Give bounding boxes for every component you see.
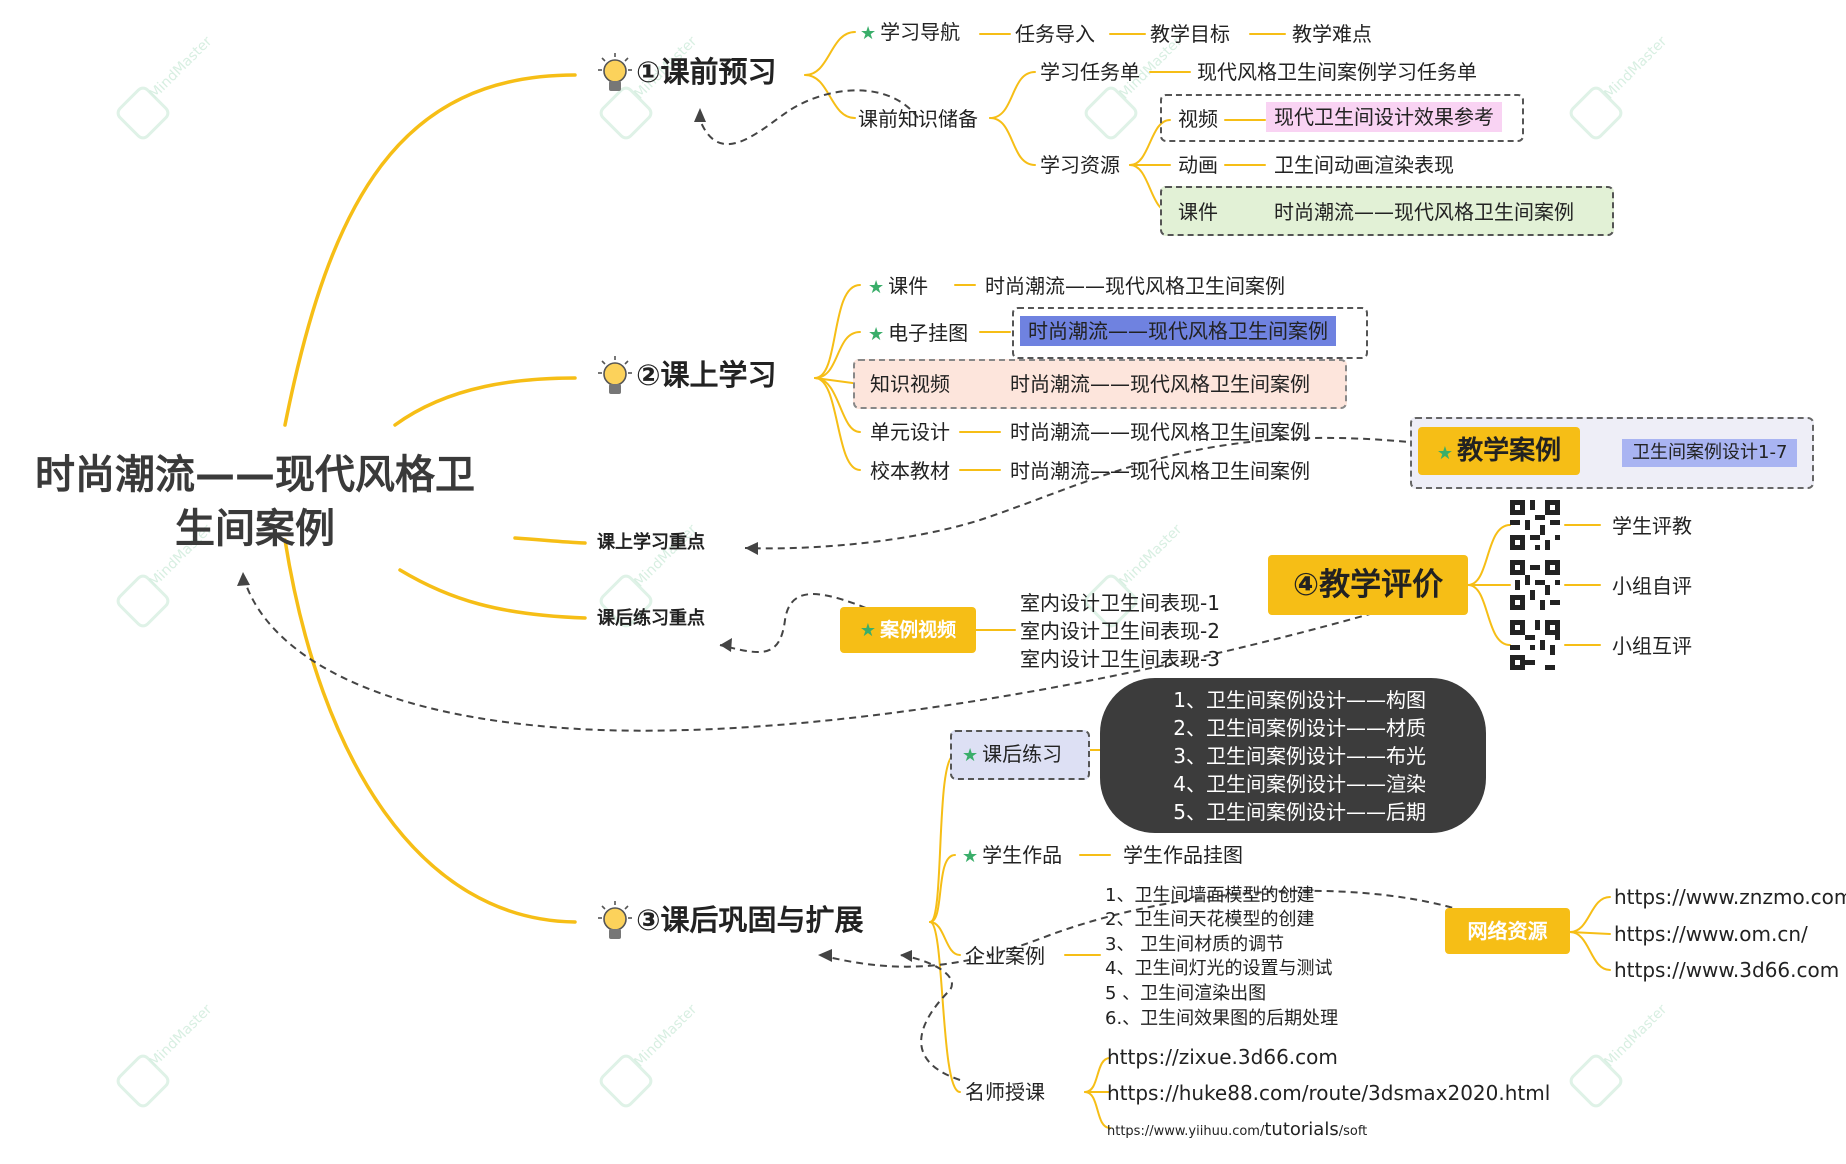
network-link-2[interactable]: https://www.om.cn/ [1614,922,1808,946]
case-video-item-2[interactable]: 室内设计卫生间表现-2 [1020,619,1220,643]
practice-item-2[interactable]: 2、卫生间案例设计——材质 [1173,716,1426,740]
teacher-link-2[interactable]: https://huke88.com/route/3dsmax2020.html [1107,1081,1551,1105]
node-task-sheet-value[interactable]: 现代风格卫生间案例学习任务单 [1197,60,1477,84]
node-class-courseware-value[interactable]: 时尚潮流——现代风格卫生间案例 [985,274,1285,298]
node-e-chart-value[interactable]: 时尚潮流——现代风格卫生间案例 [1020,316,1336,346]
branch-evaluation[interactable]: ④教学评价 [1268,555,1468,615]
star-icon: ★ [962,745,979,766]
node-learning-nav[interactable]: ★学习导航 [860,20,961,44]
star-icon: ★ [868,277,885,298]
star-icon: ★ [962,846,979,867]
node-class-key-points[interactable]: 课上学习重点 [597,532,705,553]
node-class-courseware[interactable]: ★课件 [868,274,929,298]
node-knowledge-reserve[interactable]: 课前知识储备 [858,107,978,131]
node-teaching-difficulty[interactable]: 教学难点 [1292,22,1372,46]
node-after-practice[interactable]: ★课后练习 [962,742,1063,766]
teaching-case-tag[interactable]: ★教学案例 [1418,427,1580,475]
enterprise-item-5[interactable]: 5 、卫生间渲染出图 [1105,983,1267,1004]
teacher-link-3[interactable]: https://www.yiihuu.com/tutorials/soft [1107,1119,1368,1140]
node-enterprise-case[interactable]: 企业案例 [965,944,1045,968]
enterprise-item-4[interactable]: 4、卫生间灯光的设置与测试 [1105,958,1333,979]
practice-item-5[interactable]: 5、卫生间案例设计——后期 [1173,800,1426,824]
node-courseware-value[interactable]: 时尚潮流——现代风格卫生间案例 [1274,200,1574,224]
branch-preview[interactable]: ①课前预习 [598,52,777,96]
node-student-works[interactable]: ★学生作品 [962,843,1063,867]
branch-after-class[interactable]: ③课后巩固与扩展 [598,900,864,944]
teaching-case-value[interactable]: 卫生间案例设计1-7 [1622,439,1798,467]
enterprise-item-1[interactable]: 1、卫生间墙面模型的创建 [1105,885,1315,906]
lightbulb-icon [598,53,632,91]
branch-after-class-title: ③课后巩固与扩展 [636,903,864,937]
eval-group-peer[interactable]: 小组互评 [1612,634,1692,658]
node-knowledge-video[interactable]: 知识视频 [870,372,950,396]
eval-group-self[interactable]: 小组自评 [1612,574,1692,598]
branch-in-class-title: ②课上学习 [636,358,777,392]
network-link-1[interactable]: https://www.znzmo.com/ [1614,885,1846,909]
branch-in-class[interactable]: ②课上学习 [598,355,777,399]
practice-frame [950,730,1090,780]
node-teaching-goal[interactable]: 教学目标 [1150,22,1230,46]
node-video[interactable]: 视频 [1178,107,1218,131]
enterprise-item-6[interactable]: 6.、卫生间效果图的后期处理 [1105,1008,1339,1029]
case-video-item-3[interactable]: 室内设计卫生间表现-3 [1020,647,1220,671]
practice-item-3[interactable]: 3、卫生间案例设计——布光 [1173,744,1426,768]
teacher-link-1[interactable]: https://zixue.3d66.com [1107,1045,1338,1069]
node-task-intro[interactable]: 任务导入 [1015,22,1095,46]
node-task-sheet[interactable]: 学习任务单 [1040,60,1140,84]
node-unit-design-value[interactable]: 时尚潮流——现代风格卫生间案例 [1010,420,1310,444]
node-school-textbook-value[interactable]: 时尚潮流——现代风格卫生间案例 [1010,459,1310,483]
node-knowledge-video-value[interactable]: 时尚潮流——现代风格卫生间案例 [1010,372,1310,396]
node-unit-design[interactable]: 单元设计 [870,420,950,444]
enterprise-item-2[interactable]: 2、卫生间天花模型的创建 [1105,909,1315,930]
root-line-2: 生间案例 [175,506,335,552]
node-student-works-value[interactable]: 学生作品挂图 [1123,843,1243,867]
network-resources-tag[interactable]: 网络资源 [1445,908,1570,954]
node-animation[interactable]: 动画 [1178,153,1218,177]
case-video-item-1[interactable]: 室内设计卫生间表现-1 [1020,591,1220,615]
qr-code-icon [1510,620,1560,670]
node-practice-key-points[interactable]: 课后练习重点 [597,608,705,629]
practice-item-4[interactable]: 4、卫生间案例设计——渲染 [1173,772,1426,796]
branch-preview-title: ①课前预习 [636,55,777,89]
node-video-value[interactable]: 现代卫生间设计效果参考 [1266,102,1502,132]
node-learning-resources[interactable]: 学习资源 [1040,153,1120,177]
root-line-1: 时尚潮流——现代风格卫 [35,452,475,498]
knowledge-video-frame [853,359,1347,409]
star-icon: ★ [860,23,877,44]
branch-evaluation-title: ④教学评价 [1292,567,1444,603]
node-school-textbook[interactable]: 校本教材 [870,459,950,483]
eval-student-teaching[interactable]: 学生评教 [1612,514,1692,538]
node-animation-value[interactable]: 卫生间动画渲染表现 [1274,153,1454,177]
star-icon: ★ [1436,443,1454,464]
case-video-tag[interactable]: ★案例视频 [840,607,976,653]
resource-video-frame [1160,94,1524,142]
qr-code-icon [1510,560,1560,610]
lightbulb-icon [598,901,632,939]
enterprise-item-3[interactable]: 3、 卫生间材质的调节 [1105,934,1285,955]
node-courseware[interactable]: 课件 [1178,200,1218,224]
star-icon: ★ [868,324,885,345]
node-master-class[interactable]: 名师授课 [965,1080,1045,1104]
e-chart-frame [1012,307,1368,359]
qr-code-icon [1510,500,1560,550]
star-icon: ★ [859,620,877,641]
practice-list-bubble: 1、卫生间案例设计——构图 2、卫生间案例设计——材质 3、卫生间案例设计——布… [1100,678,1486,833]
network-link-3[interactable]: https://www.3d66.com [1614,958,1840,982]
root-topic[interactable]: 时尚潮流——现代风格卫 生间案例 [10,448,500,556]
node-e-chart[interactable]: ★电子挂图 [868,321,969,345]
practice-item-1[interactable]: 1、卫生间案例设计——构图 [1173,688,1426,712]
resource-course-frame [1160,186,1614,236]
lightbulb-icon [598,356,632,394]
